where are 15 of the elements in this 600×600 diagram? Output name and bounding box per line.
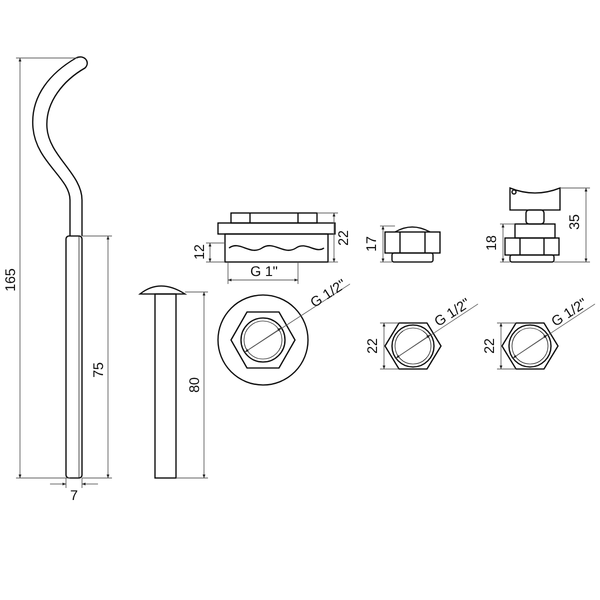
dimension-label: 80 <box>187 377 201 393</box>
dimension-label: G 1/2" <box>432 295 472 329</box>
dimension-label: 17 <box>364 236 378 252</box>
dimension-label: 165 <box>3 268 17 292</box>
dimension-label: G 1/2" <box>308 276 348 310</box>
dimension-label: 35 <box>567 214 581 230</box>
dimension-label: G 1/2" <box>548 295 590 329</box>
dimension-label: G 1" <box>250 264 278 278</box>
dimension-label: 22 <box>365 338 379 354</box>
dimension-label: 22 <box>336 230 350 246</box>
dimension-label: 12 <box>192 244 206 260</box>
dimension-label: 75 <box>91 362 105 378</box>
dimension-label: 22 <box>482 338 496 354</box>
dimension-label: 7 <box>70 488 78 502</box>
dimension-label: 18 <box>484 235 498 251</box>
